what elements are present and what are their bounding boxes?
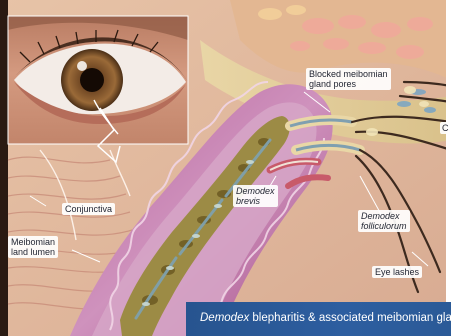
caption-text: Demodex blepharitis & associated meibomi… — [200, 312, 451, 325]
label-blocked-pores: Blocked meibomian gland pores — [306, 68, 391, 90]
label-demodex-brevis: Demodex brevis — [233, 185, 278, 207]
label-eye-lashes: Eye lashes — [372, 266, 422, 278]
caption-rest: blepharitis & associated meibomian gland — [249, 312, 451, 324]
label-demodex-folliculorum: Demodex folliculorum — [358, 210, 410, 232]
label-cut-off-right: C — [440, 122, 451, 134]
label-meibomian-lumen: Meibomian land lumen — [8, 236, 58, 258]
caption-italic: Demodex — [200, 312, 249, 324]
label-conjunctiva: Conjunctiva — [62, 203, 115, 215]
